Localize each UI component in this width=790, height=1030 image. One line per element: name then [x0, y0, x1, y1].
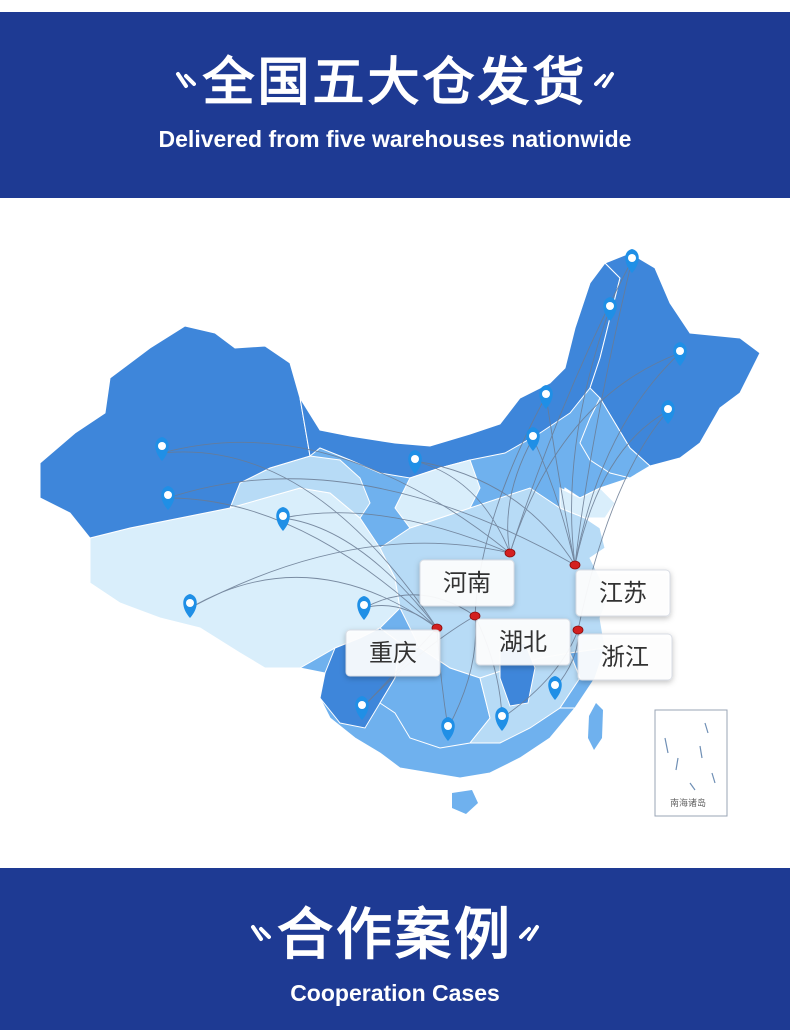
- region-hainan: [452, 790, 478, 814]
- south-china-sea-inset: 南海诸岛: [654, 709, 728, 817]
- warehouse-pins: [431, 548, 584, 635]
- header-title-en: Delivered from five warehouses nationwid…: [158, 126, 632, 152]
- map-regions: [39, 252, 761, 814]
- warehouse-label-zhejiang: 浙江: [577, 633, 673, 681]
- header-title-row: 全国五大仓发货: [0, 50, 790, 116]
- footer-title-en: Cooperation Cases: [290, 980, 500, 1006]
- south-sea-islands-label: 南海诸岛: [670, 797, 706, 809]
- warehouse-label-henan: 河南: [419, 559, 515, 607]
- left-quote-mark-icon: [176, 72, 197, 88]
- region-shandong: [559, 487, 616, 519]
- svg-text:江苏: 江苏: [599, 579, 647, 607]
- region-taiwan: [588, 703, 603, 750]
- svg-text:湖北: 湖北: [499, 628, 547, 656]
- warehouse-label-hubei: 湖北: [475, 618, 571, 666]
- header-banner: 全国五大仓发货 Delivered from five warehouses n…: [0, 12, 790, 198]
- right-quote-mark-icon: [519, 925, 539, 941]
- warehouse-label-jiangsu: 江苏: [575, 569, 671, 617]
- warehouse-label-chongqing: 重庆: [345, 629, 441, 677]
- left-quote-mark-icon: [251, 925, 271, 941]
- region-northeast: [589, 252, 761, 467]
- footer-title-zh: 合作案例: [277, 903, 513, 968]
- china-map: 南海诸岛: [39, 249, 761, 817]
- footer-banner: 合作案例 Cooperation Cases: [0, 868, 790, 1030]
- china-map-section: 南海诸岛: [0, 198, 790, 868]
- warehouse-pin-icon: [469, 611, 481, 621]
- region-liaoning: [579, 396, 651, 479]
- header-title-zh: 全国五大仓发货: [202, 53, 588, 113]
- warehouse-pin-icon: [504, 548, 516, 558]
- footer-title-row: 合作案例: [0, 900, 790, 972]
- svg-text:重庆: 重庆: [369, 639, 417, 667]
- svg-text:河南: 河南: [443, 569, 491, 597]
- warehouse-pin-icon: [569, 560, 581, 570]
- warehouse-pin-icon: [572, 625, 584, 635]
- svg-text:浙江: 浙江: [601, 643, 649, 671]
- right-quote-mark-icon: [593, 72, 614, 88]
